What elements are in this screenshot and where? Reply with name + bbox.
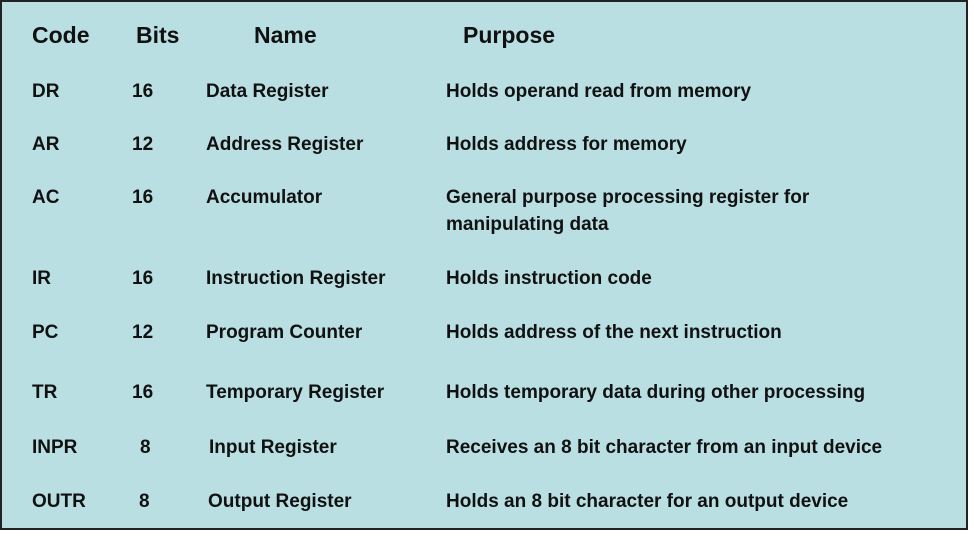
row-bits: 16 <box>132 81 154 102</box>
row-bits: 8 <box>140 437 151 458</box>
row-bits: 16 <box>132 187 154 208</box>
row-bits: 12 <box>132 134 154 155</box>
row-name: Data Register <box>206 81 329 102</box>
header-name: Name <box>254 22 317 48</box>
row-bits: 16 <box>132 382 154 403</box>
row-name: Accumulator <box>206 187 323 208</box>
row-bits: 12 <box>132 322 154 343</box>
header-purpose: Purpose <box>463 22 556 48</box>
row-code: IR <box>32 268 51 289</box>
header-bits: Bits <box>136 22 180 48</box>
row-purpose: Holds address for memory <box>446 134 687 155</box>
row-purpose: Holds an 8 bit character for an output d… <box>446 491 849 512</box>
row-purpose: Holds temporary data during other proces… <box>446 382 866 403</box>
row-code: AC <box>32 187 60 208</box>
row-name: Address Register <box>206 134 364 155</box>
row-name: Program Counter <box>206 322 363 343</box>
row-purpose: Holds operand read from memory <box>446 81 752 102</box>
row-purpose: General purpose processing register for … <box>446 187 810 235</box>
row-name: Instruction Register <box>206 268 386 289</box>
row-name: Input Register <box>209 437 337 458</box>
row-purpose: Receives an 8 bit character from an inpu… <box>446 437 883 458</box>
row-purpose: Holds address of the next instruction <box>446 322 782 343</box>
row-bits: 16 <box>132 268 154 289</box>
row-purpose: Holds instruction code <box>446 268 652 289</box>
row-code: PC <box>32 322 59 343</box>
row-code: TR <box>32 382 58 403</box>
row-code: INPR <box>32 437 78 458</box>
row-code: OUTR <box>32 491 86 512</box>
row-name: Temporary Register <box>206 382 385 403</box>
row-code: AR <box>32 134 60 155</box>
row-code: DR <box>32 81 60 102</box>
row-name: Output Register <box>208 491 352 512</box>
row-bits: 8 <box>139 491 150 512</box>
header-code: Code <box>32 22 90 48</box>
